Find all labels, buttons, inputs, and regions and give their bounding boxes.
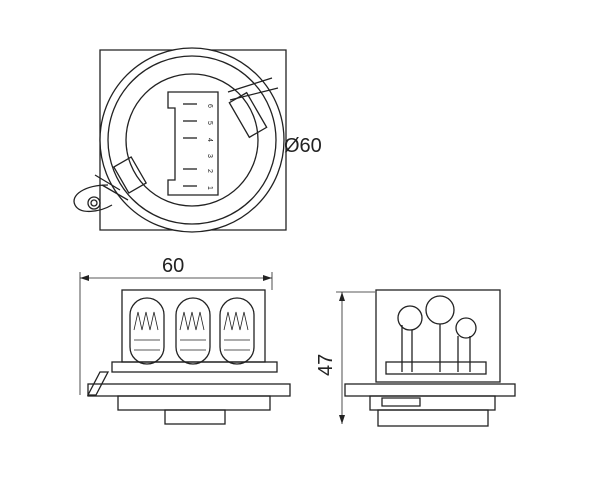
resistor-housing	[121, 289, 266, 363]
pin-label: 4	[206, 138, 213, 142]
diameter-dimension: Ø60	[284, 135, 322, 157]
connector-housing	[167, 91, 219, 196]
clip-left	[112, 156, 148, 194]
mounting-flange-side	[344, 383, 516, 397]
pin-label: 6	[206, 104, 213, 108]
width-dimension: 60	[162, 255, 184, 277]
mounting-hole	[87, 196, 101, 210]
front-view: 60	[79, 255, 291, 425]
coil-leads	[401, 324, 471, 372]
clip	[86, 371, 110, 396]
mounting-plate	[99, 49, 287, 231]
height-dimension: 47	[315, 354, 337, 376]
pin-label: 2	[206, 169, 213, 173]
resistor-housing-side	[375, 289, 501, 383]
pin-label: 3	[206, 154, 213, 158]
pin-label: 1	[206, 186, 213, 190]
connector-pins	[183, 103, 197, 187]
top-view: 6 5 4 3 2 1 Ø60	[73, 47, 322, 233]
pin-label: 5	[206, 121, 213, 125]
mounting-flange	[87, 383, 291, 397]
heating-coils	[129, 297, 255, 365]
mounting-tab	[73, 184, 113, 213]
side-view: 47	[315, 289, 516, 427]
